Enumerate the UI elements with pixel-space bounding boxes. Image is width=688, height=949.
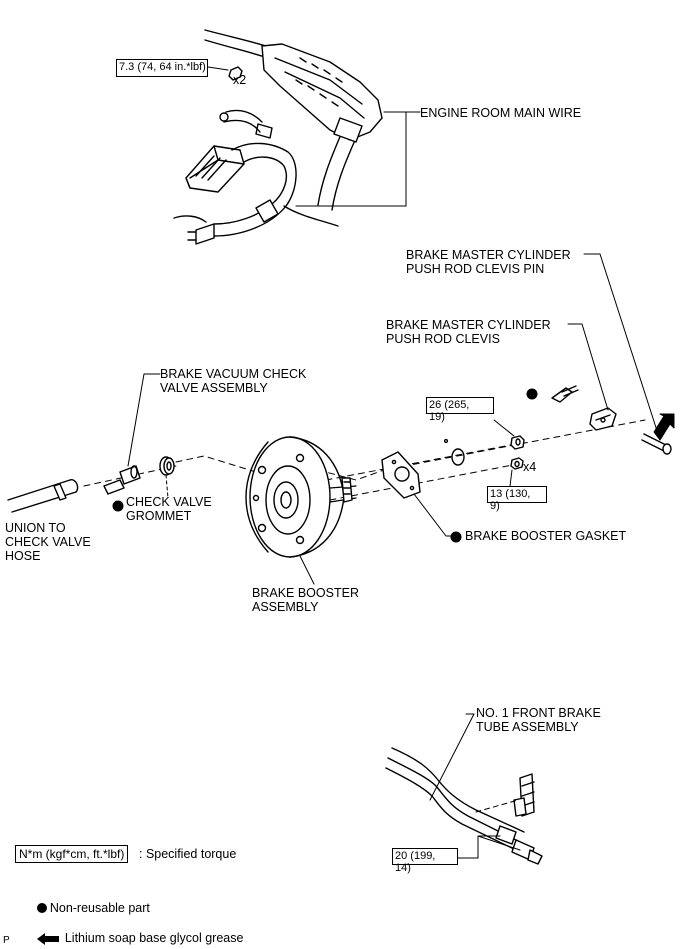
wire-bolt-quantity: x2 <box>233 73 247 87</box>
corner-mark: P <box>3 935 10 946</box>
gasket-non-reusable-dot <box>450 531 462 543</box>
engine-room-main-wire-label: ENGINE ROOM MAIN WIRE <box>420 106 582 120</box>
legend-grease: Lithium soap base glycol grease <box>16 917 243 949</box>
union-hose-label: UNION TO CHECK VALVE HOSE <box>5 521 91 563</box>
wire-bolt-torque: 7.3 (74, 64 in.*lbf) <box>116 59 208 77</box>
check-valve-drawing <box>103 465 141 495</box>
front-brake-tube-label: NO. 1 FRONT BRAKE TUBE ASSEMBLY <box>476 706 601 734</box>
legend-specified-torque-text: : Specified torque <box>139 847 237 861</box>
union-hose-drawing <box>7 479 79 513</box>
push-rod-clevis-drawing <box>589 407 617 431</box>
clevis-label: BRAKE MASTER CYLINDER PUSH ROD CLEVIS <box>386 318 551 346</box>
clevis-nut-drawing <box>510 435 525 450</box>
grease-arrow-icon <box>653 413 675 441</box>
check-valve-grommet-label: CHECK VALVE GROMMET <box>126 495 212 523</box>
booster-assembly-label: BRAKE BOOSTER ASSEMBLY <box>252 586 359 614</box>
brake-tube-clamp-drawing <box>513 773 535 817</box>
clevis-pin-label: BRAKE MASTER CYLINDER PUSH ROD CLEVIS PI… <box>406 248 571 276</box>
grommet-non-reusable-dot <box>112 500 124 512</box>
engine-room-main-wire <box>173 29 383 245</box>
clevis-nut-torque: 26 (265, 19) <box>426 397 494 423</box>
booster-nut-drawing <box>510 457 524 470</box>
brake-booster-drawing <box>245 436 357 558</box>
legend-non-reusable: Non-reusable part <box>16 887 150 929</box>
booster-nut-quantity: x4 <box>523 460 537 474</box>
booster-gasket-label: BRAKE BOOSTER GASKET <box>465 529 627 543</box>
clevis-clip-drawing <box>551 385 579 403</box>
left-arrow-icon <box>36 932 59 945</box>
clevis-pin-drawing <box>641 433 672 455</box>
booster-nut-torque: 13 (130, 9) <box>487 486 547 512</box>
check-valve-assembly-label: BRAKE VACUUM CHECK VALVE ASSEMBLY <box>160 367 307 395</box>
legend-grease-text: Lithium soap base glycol grease <box>64 931 244 945</box>
brake-tube-torque: 20 (199, 14) <box>392 848 458 874</box>
legend-specified-torque-box: N*m (kgf*cm, ft.*lbf) <box>15 845 129 863</box>
check-valve-grommet-drawing <box>159 456 175 476</box>
brake-booster-gasket-drawing <box>381 451 421 499</box>
filled-circle-icon <box>36 903 47 913</box>
legend-non-reusable-text: Non-reusable part <box>49 901 150 915</box>
